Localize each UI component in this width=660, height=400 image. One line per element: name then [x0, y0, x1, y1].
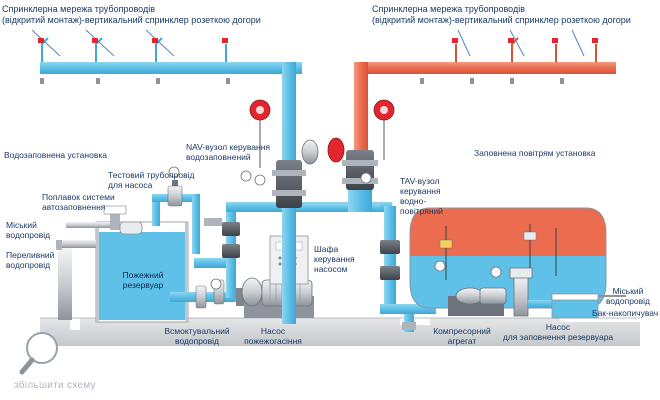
float-valve	[119, 221, 143, 235]
test-pipe	[152, 180, 200, 254]
suction-pipe-label-line1: Всмоктувальний	[164, 326, 230, 336]
tav-valve-label-line3: водно-	[400, 196, 427, 206]
magnifier-icon[interactable]	[19, 332, 58, 375]
city-water-right-label-line2: водопровід	[605, 296, 651, 306]
control-cabinet-label: Шафа керування насосом	[314, 244, 355, 274]
compressor-label: Компресорний агрегат	[430, 326, 494, 346]
float-label: Поплавок системи автозаповнення	[42, 192, 115, 212]
compressor-unit	[448, 287, 507, 316]
city-water-right-label: Міський водопровід	[600, 286, 656, 306]
nav-valve-assembly	[249, 99, 319, 208]
control-cabinet-label-line2: керування	[314, 254, 355, 264]
pressure-gauges	[168, 166, 502, 290]
suction-pipe-label: Всмоктувальний водопровід	[164, 326, 230, 346]
tav-valve-label-line2: керування	[400, 186, 441, 196]
suction-pipe-label-line2: водопровід	[174, 336, 220, 346]
compressor-label-line2: агрегат	[447, 336, 477, 346]
nav-valve-label: NAV-вузол керування водозаповнений	[186, 142, 270, 162]
fill-pump-label: Насос для заповнення резервуара	[496, 322, 620, 342]
right-network-heading-line2: (відкритий монтаж)-вертикальний спринкле…	[372, 15, 631, 25]
test-pipe-label-line2: для насоса	[108, 180, 153, 190]
city-water-left-label-line1: Міський	[6, 220, 37, 230]
test-pipe-label-line1: Тестовий трубопровід	[108, 170, 195, 180]
right-network-heading: Спринклерна мережа трубопроводів (відкри…	[372, 4, 631, 26]
air-system-supply-pipe	[380, 202, 436, 332]
fill-pump-label-line2: для заповнення резервуара	[502, 332, 614, 342]
tank-fill-pump	[509, 267, 552, 317]
fire-pump-label: Насос пожежогасіння	[238, 326, 308, 346]
tav-valve-label: TAV-вузол керування водно- повітряний	[400, 176, 443, 216]
nav-valve-label-line2: водозаповнений	[186, 152, 251, 162]
tav-valve-label-line1: TAV-вузол	[400, 176, 440, 186]
storage-tank-label: Бак-накопичувач	[592, 308, 659, 318]
water-sprinkler-network	[31, 29, 386, 324]
city-water-right-label-line1: Міський	[612, 286, 644, 296]
float-label-line1: Поплавок системи	[42, 192, 115, 202]
control-cabinet-label-line3: насосом	[314, 264, 348, 274]
left-network-heading-line1: Спринклерна мережа трубопроводів	[2, 4, 155, 14]
control-cabinet-label-line1: Шафа	[314, 244, 339, 254]
city-water-left-pipe	[66, 205, 127, 230]
city-water-left-label: Міський водопровід	[6, 220, 50, 240]
test-pipe-label: Тестовий трубопровід для насоса	[108, 170, 194, 190]
air-filled-label: Заповнена повітрям установка	[474, 148, 596, 158]
fire-pump-label-line2: пожежогасіння	[244, 336, 302, 346]
float-label-line2: автозаповнення	[42, 202, 106, 212]
zoom-diagram-link[interactable]: збільшити схему	[14, 380, 96, 391]
fire-reservoir	[95, 221, 189, 323]
fire-reservoir-label-line2: резервуар	[122, 280, 164, 290]
fill-pump-label-line1: Насос	[545, 322, 571, 332]
fire-reservoir-label: Пожежний резервуар	[110, 270, 176, 290]
water-filled-label: Водозаповнена установка	[4, 150, 107, 160]
compressor-label-line1: Компресорний	[433, 326, 491, 336]
right-network-heading-line1: Спринклерна мережа трубопроводів	[372, 4, 525, 14]
left-network-heading-line2: (відкритий монтаж)-вертикальний спринкле…	[2, 15, 261, 25]
overflow-label: Переливний водопровід	[6, 250, 54, 270]
fire-pump-label-line1: Насос	[260, 326, 286, 336]
overflow-pipe	[56, 240, 96, 320]
overflow-label-line1: Переливний	[6, 250, 55, 260]
nav-valve-label-line1: NAV-вузол керування	[186, 142, 271, 152]
city-water-left-label-line2: водопровід	[6, 230, 51, 240]
overflow-label-line2: водопровід	[6, 260, 51, 270]
tav-valve-label-line4: повітряний	[400, 206, 444, 216]
fire-reservoir-label-line1: Пожежний	[122, 270, 164, 280]
left-network-heading: Спринклерна мережа трубопроводів (відкри…	[2, 4, 261, 26]
pressure-tank	[409, 207, 607, 309]
